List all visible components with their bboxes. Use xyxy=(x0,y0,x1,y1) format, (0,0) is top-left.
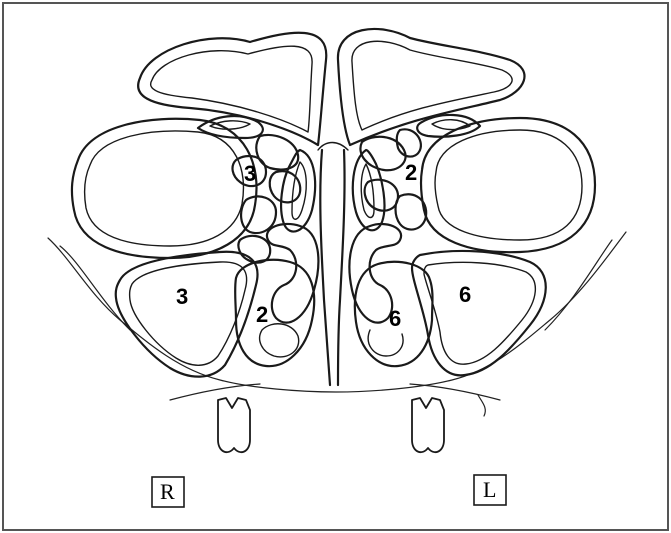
image-border xyxy=(3,3,668,530)
score-left-ethmoid: 2 xyxy=(405,160,417,185)
score-right-ethmoid: 3 xyxy=(244,161,256,186)
score-right-maxillary: 3 xyxy=(176,284,188,309)
left-tooth xyxy=(412,398,444,452)
right-orbit xyxy=(72,119,257,258)
right-tooth xyxy=(218,398,250,452)
left-frontal-sinus xyxy=(338,29,525,145)
right-ethmoid-cells xyxy=(198,116,300,263)
right-side-label: R xyxy=(152,477,184,507)
score-left-maxillary: 6 xyxy=(459,282,471,307)
left-side-letter: L xyxy=(483,477,496,502)
right-frontal-sinus xyxy=(138,33,326,145)
nasal-septum xyxy=(318,143,348,386)
face-outline xyxy=(48,232,626,416)
left-side-label: L xyxy=(474,475,506,505)
score-left-middle-meatus: 6 xyxy=(389,306,401,331)
left-orbit xyxy=(421,118,595,252)
right-side-letter: R xyxy=(160,479,175,504)
score-right-middle-meatus: 2 xyxy=(256,302,268,327)
